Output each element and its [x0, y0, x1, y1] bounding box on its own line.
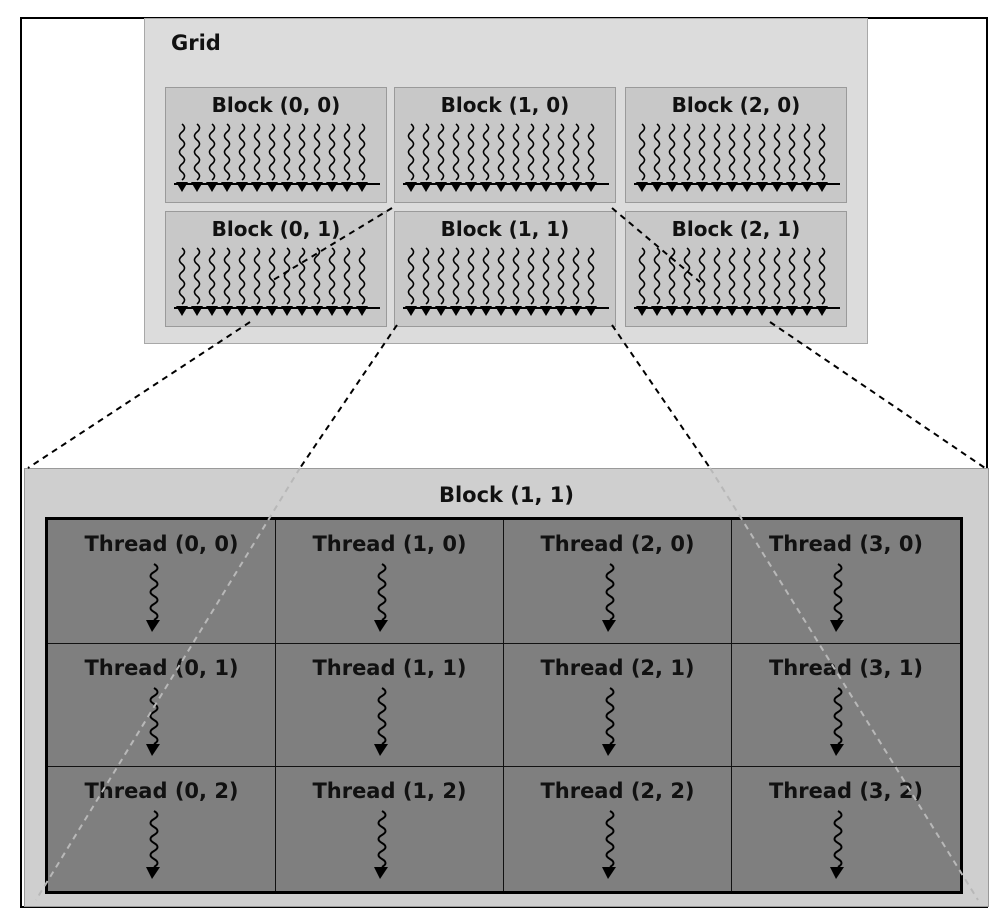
wavy-arrow-icon [146, 686, 160, 756]
thread-label: Thread (2, 1) [540, 655, 695, 680]
thread-1-2: Thread (1, 2) [276, 767, 504, 891]
block-0-1: Block (0, 1) [165, 211, 387, 327]
block-label: Block (0, 1) [211, 217, 341, 241]
block-label: Block (2, 0) [671, 93, 801, 117]
block-2-1: Block (2, 1) [625, 211, 847, 327]
thread-label: Thread (2, 0) [540, 532, 695, 556]
thread-1-1: Thread (1, 1) [276, 643, 504, 768]
warp-threads-icon [174, 123, 380, 192]
thread-label: Thread (1, 1) [312, 655, 467, 680]
block-0-0: Block (0, 0) [165, 87, 387, 203]
block-2-0: Block (2, 0) [625, 87, 847, 203]
thread-3-0: Thread (3, 0) [732, 520, 960, 644]
thread-3-1: Thread (3, 1) [732, 643, 960, 768]
thread-label: Thread (1, 2) [312, 779, 467, 804]
thread-label: Thread (3, 2) [768, 779, 924, 804]
thread-label: Thread (0, 1) [84, 655, 239, 680]
thread-0-2: Thread (0, 2) [48, 767, 276, 891]
thread-label: Thread (1, 0) [312, 532, 467, 556]
wavy-arrow-icon [146, 810, 160, 880]
grid-title: Grid [171, 31, 221, 55]
wavy-arrow-icon [374, 810, 388, 880]
warp-threads-icon [634, 123, 840, 192]
thread-0-1: Thread (0, 1) [48, 643, 276, 768]
wavy-arrow-icon [830, 563, 844, 632]
thread-label: Thread (3, 0) [768, 532, 924, 556]
wavy-arrow-icon [146, 563, 160, 632]
grid-panel: Grid Block (0, 0) Block (1, 0) Block (2,… [144, 18, 868, 344]
block-detail-title: Block (1, 1) [438, 483, 575, 507]
block-detail-panel: Block (1, 1) Thread (0, 0) Thread (1, 0)… [24, 468, 989, 907]
block-label: Block (1, 1) [440, 217, 570, 241]
thread-3-2: Thread (3, 2) [732, 767, 960, 891]
thread-2-0: Thread (2, 0) [504, 520, 732, 644]
warp-threads-icon [403, 123, 609, 192]
thread-1-0: Thread (1, 0) [276, 520, 504, 644]
thread-2-2: Thread (2, 2) [504, 767, 732, 891]
block-label: Block (1, 0) [440, 93, 570, 117]
thread-label: Thread (2, 2) [540, 779, 695, 804]
block-1-1: Block (1, 1) [394, 211, 616, 327]
wavy-arrow-icon [830, 686, 844, 756]
wavy-arrow-icon [830, 810, 844, 880]
wavy-arrow-icon [602, 563, 616, 632]
thread-0-0: Thread (0, 0) [48, 520, 276, 644]
thread-label: Thread (3, 1) [768, 655, 924, 680]
block-label: Block (2, 1) [671, 217, 801, 241]
wavy-arrow-icon [374, 686, 388, 756]
thread-2-1: Thread (2, 1) [504, 643, 732, 768]
wavy-arrow-icon [602, 686, 616, 756]
block-label: Block (0, 0) [211, 93, 341, 117]
wavy-arrow-icon [602, 810, 616, 880]
wavy-arrow-icon [374, 563, 388, 632]
warp-threads-icon [403, 247, 609, 316]
block-1-0: Block (1, 0) [394, 87, 616, 203]
thread-label: Thread (0, 2) [84, 779, 239, 804]
thread-label: Thread (0, 0) [84, 532, 239, 556]
thread-grid: Thread (0, 0) Thread (1, 0) Thread (2, 0… [45, 517, 963, 894]
